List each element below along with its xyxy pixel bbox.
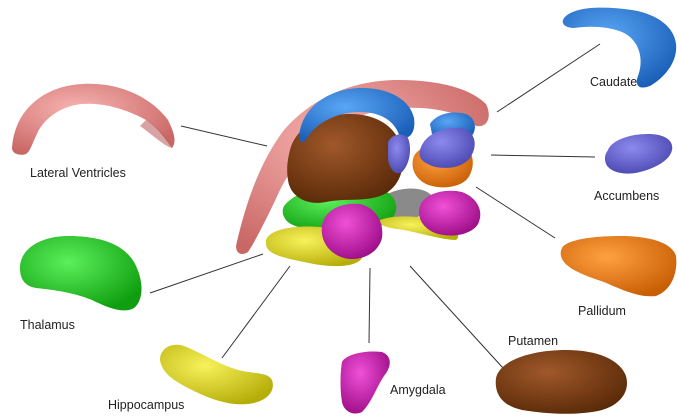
composite-amygdala-right xyxy=(419,191,480,236)
label-caudate: Caudate xyxy=(590,75,637,89)
leader-line-accumbens xyxy=(491,155,595,157)
leader-line-lateral-ventricles xyxy=(181,126,267,146)
label-putamen: Putamen xyxy=(508,334,558,348)
leader-line-thalamus xyxy=(150,254,263,293)
label-lateral-ventricles: Lateral Ventricles xyxy=(30,166,126,180)
label-hippocampus: Hippocampus xyxy=(108,398,184,412)
hippocampus-shape xyxy=(160,345,273,405)
leader-line-amygdala xyxy=(369,268,370,343)
composite-amygdala-left xyxy=(322,204,383,259)
amygdala-shape xyxy=(341,351,390,413)
central-composite xyxy=(236,80,489,266)
leader-line-putamen xyxy=(410,266,503,368)
label-accumbens: Accumbens xyxy=(594,189,659,203)
label-thalamus: Thalamus xyxy=(20,318,75,332)
putamen-shape xyxy=(496,350,627,414)
label-pallidum: Pallidum xyxy=(578,304,626,318)
thalamus-shape xyxy=(20,236,142,310)
leader-line-hippocampus xyxy=(222,266,290,358)
leader-line-caudate xyxy=(497,44,600,112)
composite-accumbens-left xyxy=(388,135,410,174)
label-amygdala: Amygdala xyxy=(390,383,446,397)
pallidum-shape xyxy=(561,236,677,296)
lateral-ventricles-shape xyxy=(12,84,175,155)
leader-line-pallidum xyxy=(476,187,555,238)
accumbens-shape xyxy=(605,134,672,174)
